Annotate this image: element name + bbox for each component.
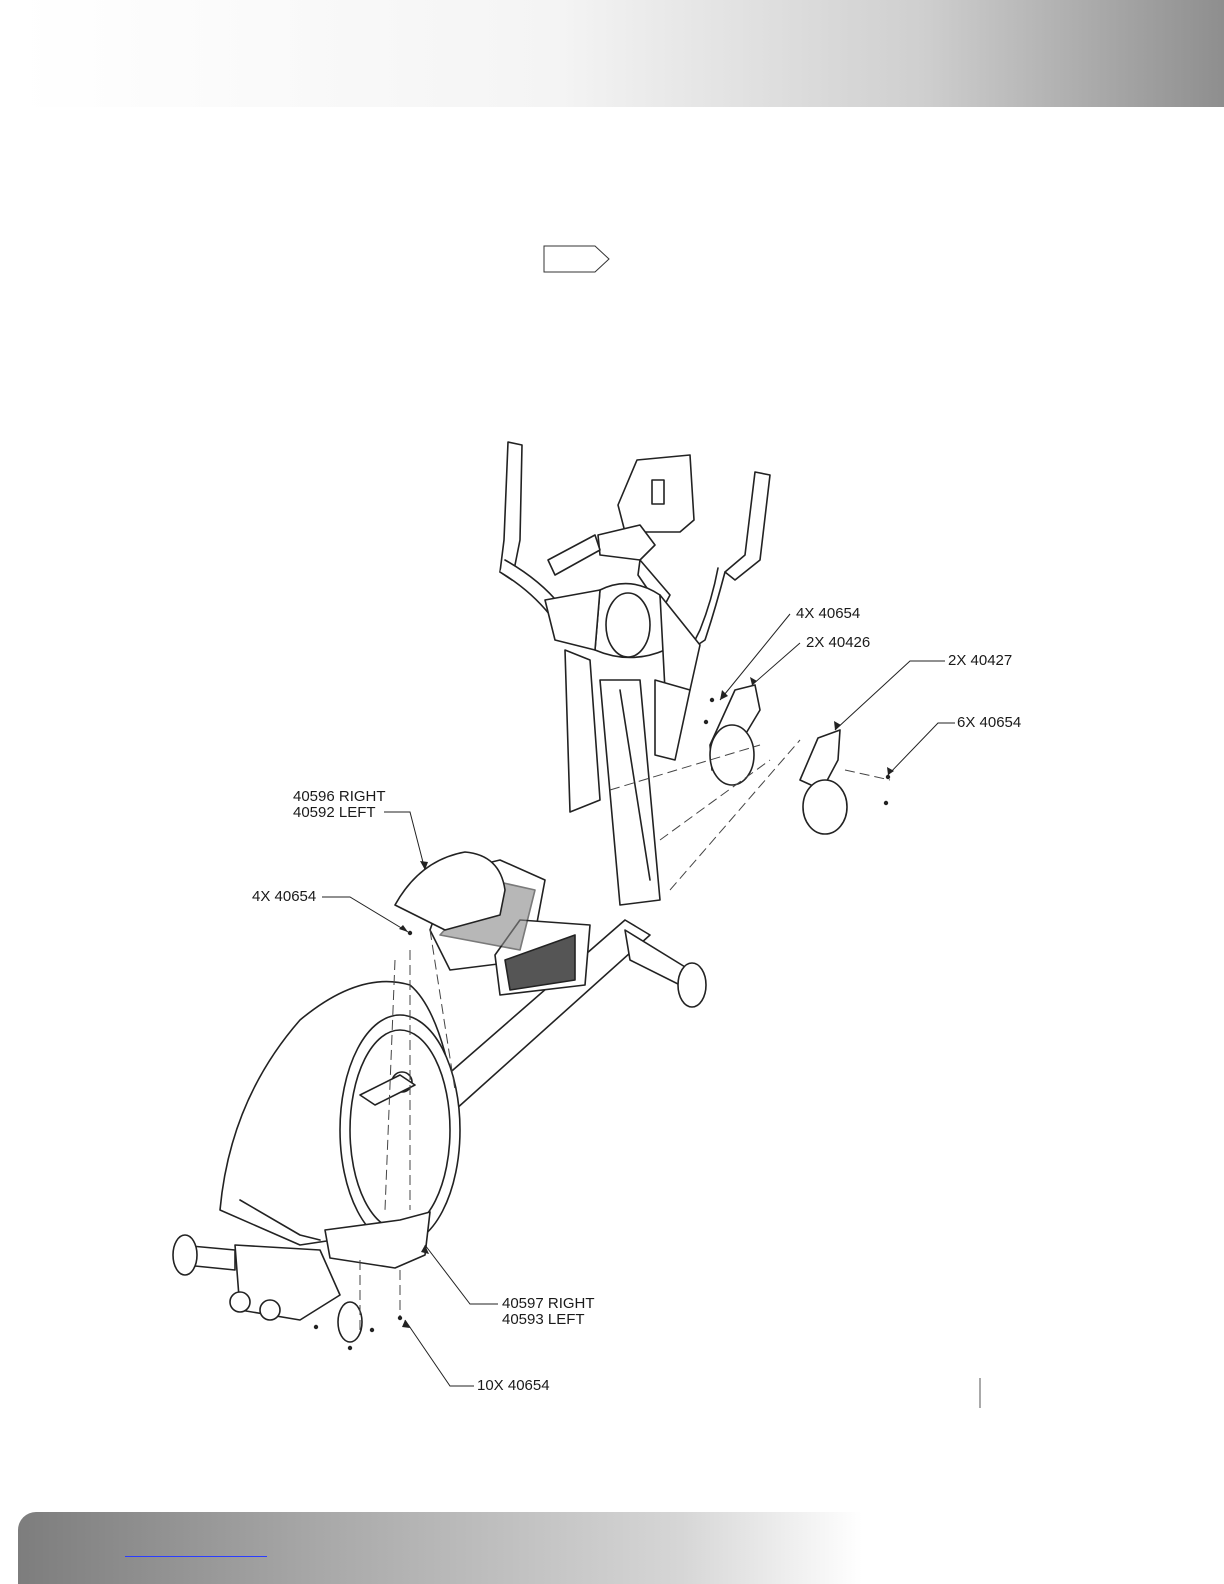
callout-10x-40654: 10X 40654 bbox=[477, 1378, 550, 1394]
callout-4x-40654-mid: 4X 40654 bbox=[252, 889, 316, 905]
callout-2x-40426: 2X 40426 bbox=[806, 635, 870, 651]
callout-rear-shroud: 40597 RIGHT 40593 LEFT bbox=[502, 1296, 595, 1328]
callout-4x-40654-upper: 4X 40654 bbox=[796, 606, 860, 622]
callout-pedal-shroud: 40596 RIGHT 40592 LEFT bbox=[293, 789, 386, 821]
callout-6x-40654: 6X 40654 bbox=[957, 715, 1021, 731]
footer-band bbox=[18, 1512, 1224, 1584]
callout-2x-40427: 2X 40427 bbox=[948, 653, 1012, 669]
footer-link[interactable] bbox=[125, 1556, 267, 1557]
